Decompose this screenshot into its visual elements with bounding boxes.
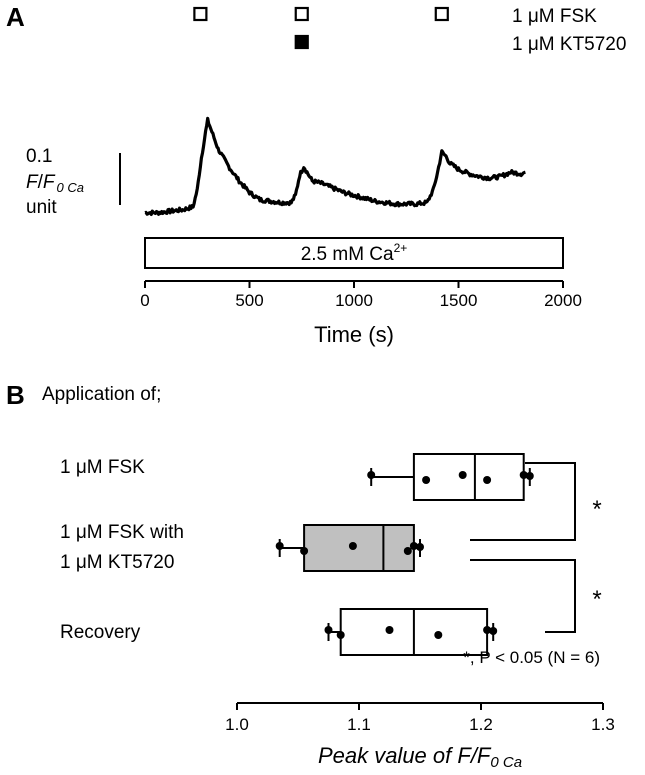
peak-axis-subscript: 0 Ca (490, 754, 522, 771)
data-point (385, 626, 394, 634)
significance-star-1: * (592, 496, 601, 523)
data-point (336, 631, 345, 639)
peak-axis-tick-label: 1.2 (469, 715, 493, 734)
data-point (409, 542, 418, 550)
group-label-fsk-kt-line2: 1 μM KT5720 (60, 552, 174, 573)
peak-axis: 1.0 1.1 1.2 1.3 (225, 702, 615, 734)
calcium-bath-label-sup: 2+ (394, 241, 408, 255)
calcium-bath-label-main: 2.5 mM Ca (301, 244, 394, 265)
significance-bracket-2 (470, 559, 576, 633)
data-point (489, 627, 498, 635)
time-axis-tick-label: 500 (235, 291, 263, 310)
group-label-fsk: 1 μM FSK (60, 457, 145, 478)
kt5720-marker (294, 34, 309, 50)
peak-axis-tick-label: 1.0 (225, 715, 249, 734)
data-point (403, 547, 412, 555)
time-axis-tick-label: 0 (140, 291, 149, 310)
time-axis-title: Time (s) (314, 322, 394, 347)
data-point (483, 476, 492, 484)
group-label-recovery: Recovery (60, 622, 141, 643)
data-point (300, 547, 309, 555)
data-point (434, 631, 443, 639)
legend-fsk-label: 1 μM FSK (512, 6, 597, 27)
peak-axis-tick-label: 1.1 (347, 715, 371, 734)
significance-bracket-1 (470, 462, 576, 541)
peak-axis-title: Peak value of F/F0 Ca (318, 743, 522, 771)
calcium-bath-bar (144, 237, 564, 269)
time-axis-tick-label: 2000 (544, 291, 582, 310)
box-plots (275, 453, 534, 656)
panel-a-letter: A (6, 2, 25, 32)
peak-axis-tick-label: 1.3 (591, 715, 615, 734)
calcium-trace (144, 116, 526, 216)
legend-kt5720-label: 1 μM KT5720 (512, 34, 626, 55)
peak-axis-ratio: F/F (457, 743, 492, 768)
data-point (348, 542, 357, 550)
scale-bar-unit: unit (26, 197, 57, 218)
treatment-markers (193, 6, 449, 50)
data-point (422, 476, 431, 484)
data-point (275, 542, 284, 550)
box (303, 524, 415, 572)
time-axis-tick-label: 1500 (440, 291, 478, 310)
data-point (483, 626, 492, 634)
ratio-numerator: F (26, 172, 39, 193)
significance-star-2: * (592, 586, 601, 613)
box (412, 453, 525, 501)
panel-b-letter: B (6, 380, 25, 410)
fsk-marker (434, 6, 449, 22)
data-point (458, 471, 467, 479)
data-point (525, 472, 534, 480)
time-axis: 0 500 1000 1500 2000 (140, 280, 582, 310)
group-label-fsk-kt-line1: 1 μM FSK with (60, 522, 184, 543)
calcium-bath-label: 2.5 mM Ca2+ (301, 241, 408, 265)
significance-note: *, P < 0.05 (N = 6) (463, 648, 600, 667)
data-point (324, 626, 333, 634)
panel-b-heading: Application of; (42, 384, 161, 405)
data-point (519, 471, 528, 479)
data-point (367, 471, 376, 479)
ratio-denominator: F (43, 172, 56, 193)
fsk-marker (294, 6, 309, 22)
scale-bar-value: 0.1 (26, 146, 52, 167)
data-point (416, 543, 424, 551)
time-axis-tick-label: 1000 (335, 291, 373, 310)
fsk-marker (193, 6, 208, 22)
ratio-subscript: 0 Ca (57, 180, 84, 195)
ratio-separator: / (38, 172, 44, 193)
